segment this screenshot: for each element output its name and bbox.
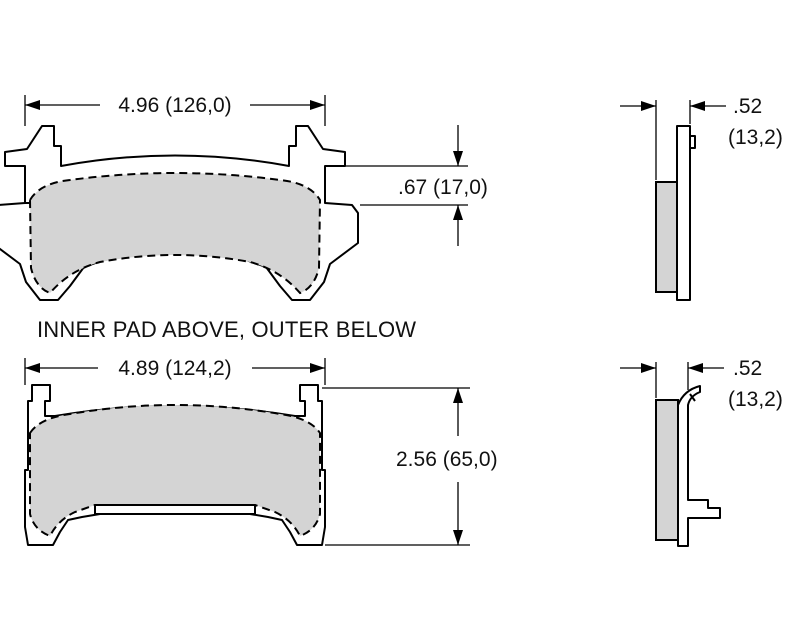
inner-side-friction bbox=[655, 181, 678, 293]
outer-width-dimension: 4.89 (124,2) bbox=[24, 357, 326, 385]
outer-thickness-dimension: .52 (13,2) bbox=[620, 357, 783, 411]
outer-pad-front-view bbox=[24, 384, 326, 546]
arrow-up bbox=[453, 388, 463, 403]
outer-friction-material bbox=[29, 404, 321, 538]
arrow-left bbox=[688, 363, 703, 373]
arrow-right bbox=[641, 101, 656, 111]
outer-height-dimension: 2.56 (65,0) bbox=[322, 387, 498, 546]
inner-thickness-label-2: (13,2) bbox=[728, 126, 783, 149]
arrow-left bbox=[25, 100, 40, 110]
outer-side-backing bbox=[677, 385, 721, 547]
arrow-left bbox=[690, 101, 705, 111]
inner-side-backing bbox=[676, 125, 691, 301]
outer-side-friction bbox=[655, 399, 679, 541]
arrow-right bbox=[310, 363, 325, 373]
inner-backing-plate bbox=[0, 125, 359, 301]
outer-pad-side-view bbox=[655, 385, 721, 547]
outer-height-label: 2.56 (65,0) bbox=[396, 448, 498, 471]
inner-offset-dimension: .67 (17,0) bbox=[345, 125, 488, 246]
inner-offset-label: .67 (17,0) bbox=[398, 176, 488, 199]
arrow-down bbox=[453, 530, 463, 545]
inner-friction-material bbox=[28, 172, 322, 295]
arrow-right bbox=[641, 363, 656, 373]
outer-thickness-label-2: (13,2) bbox=[728, 388, 783, 411]
inner-width-label: 4.96 (126,0) bbox=[118, 94, 231, 117]
outer-wear-slot bbox=[94, 504, 256, 515]
arrow-right bbox=[310, 100, 325, 110]
inner-thickness-label-1: .52 bbox=[733, 95, 762, 118]
arrow-left bbox=[25, 363, 40, 373]
arrow-down bbox=[453, 151, 463, 166]
arrow-up bbox=[453, 205, 463, 220]
inner-thickness-dimension: .52 (13,2) bbox=[620, 95, 783, 180]
caption: INNER PAD ABOVE, OUTER BELOW bbox=[37, 317, 416, 342]
inner-pad-front-view bbox=[0, 125, 359, 301]
outer-side-clip-detail bbox=[689, 393, 696, 402]
outer-thickness-label-1: .52 bbox=[733, 357, 762, 380]
inner-width-dimension: 4.96 (126,0) bbox=[24, 94, 326, 126]
inner-pad-side-view bbox=[655, 125, 696, 301]
inner-side-clip bbox=[689, 135, 696, 149]
outer-width-label: 4.89 (124,2) bbox=[118, 357, 231, 380]
